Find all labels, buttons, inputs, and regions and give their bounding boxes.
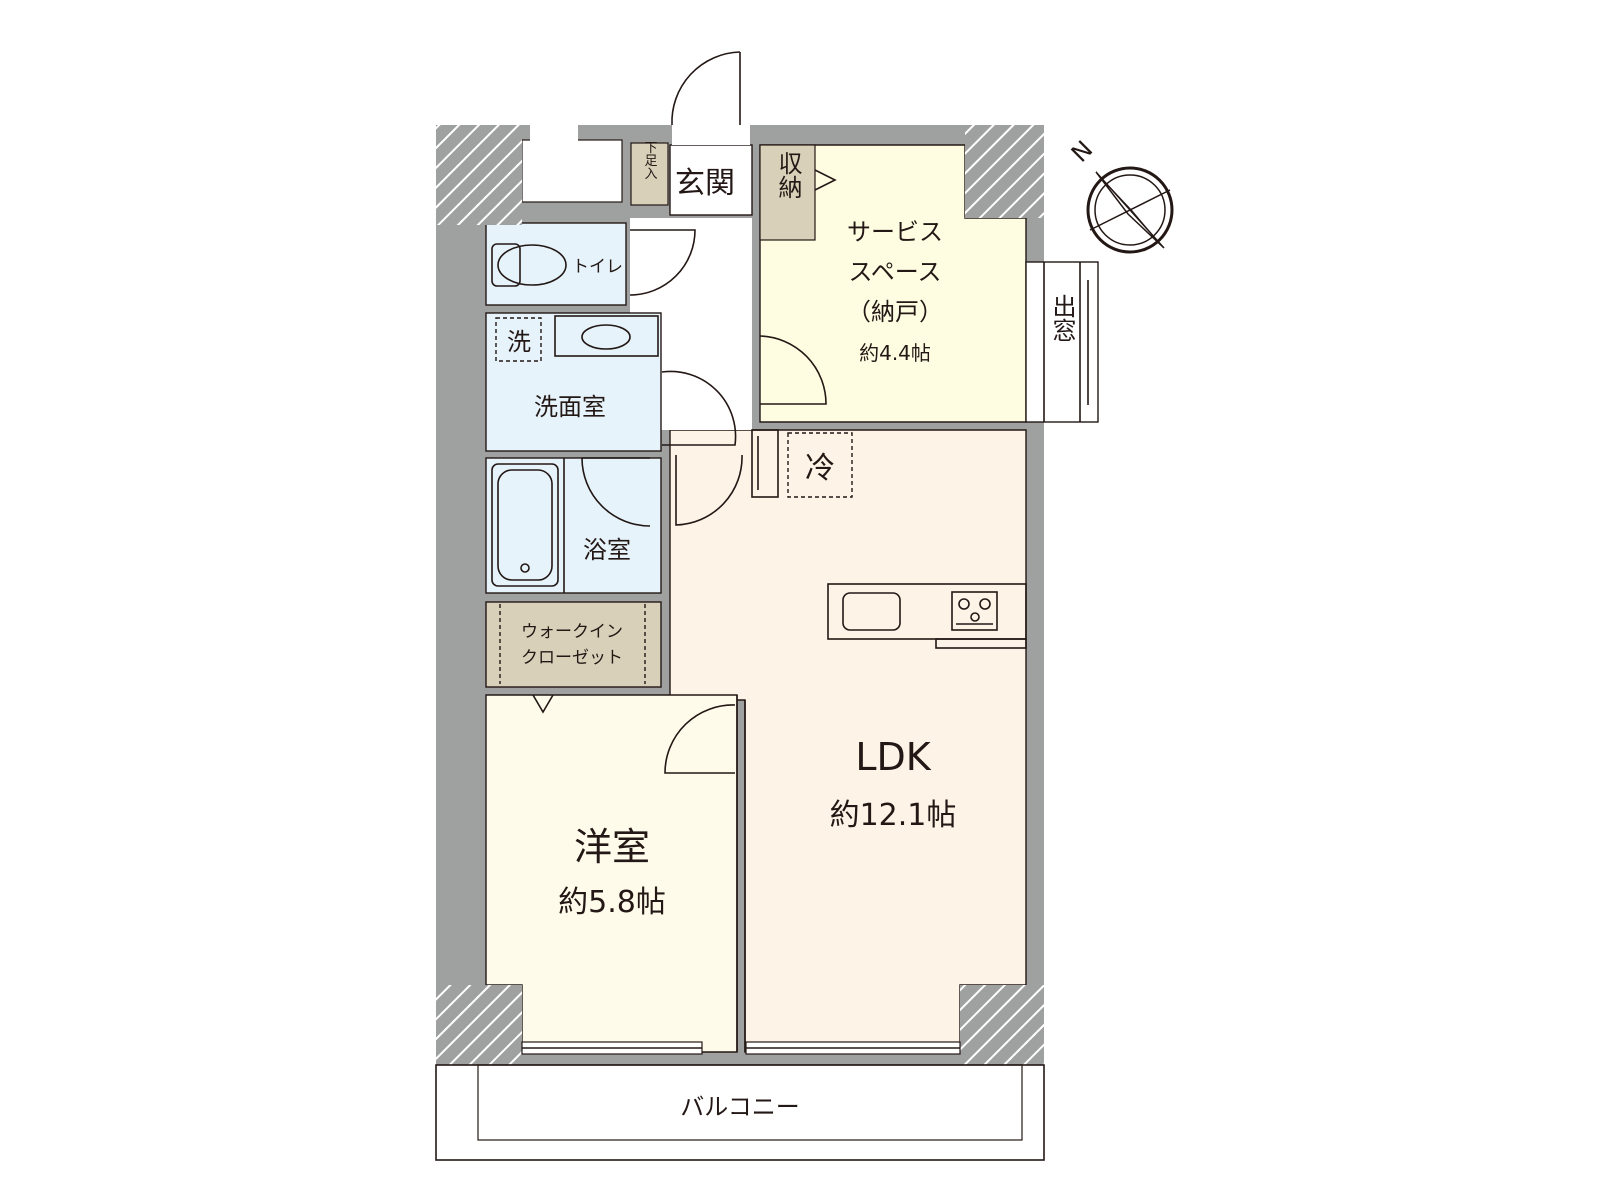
- top-left-niche: [521, 139, 623, 203]
- column-top-right: [965, 125, 1044, 218]
- western-room-area: 約5.8帖: [558, 885, 666, 920]
- balcony: [435, 1064, 1045, 1161]
- toilet-room: [485, 222, 627, 306]
- service-space-area: 約4.4帖: [859, 341, 931, 365]
- entrance-door: [671, 51, 750, 145]
- western-room-label: 洋室: [574, 825, 650, 869]
- shoe-box-label: 下足入: [642, 141, 658, 180]
- entrance-area: [669, 144, 753, 216]
- wic-room: [485, 601, 662, 688]
- service-space-label-1: サービス: [847, 218, 943, 246]
- column-top-left: [436, 125, 522, 225]
- bathroom-label: 浴室: [583, 536, 631, 564]
- rooms: [485, 125, 1027, 1053]
- fixtures: [491, 243, 1027, 1052]
- toilet-label: トイレ: [572, 257, 623, 277]
- balcony-windows: [521, 1041, 961, 1055]
- bay-window-label: 出窓: [1048, 294, 1076, 342]
- kitchen-sink-icon: [842, 592, 901, 631]
- ldk-area: 約12.1帖: [830, 798, 957, 833]
- washroom-room: [485, 312, 662, 452]
- service-space-label-2: スペース: [848, 258, 941, 286]
- sink-icon: [554, 315, 659, 357]
- toilet-bowl-icon: [491, 243, 567, 287]
- fridge-space: [787, 432, 853, 498]
- column-bottom-left: [436, 985, 522, 1065]
- shoe-box: [630, 142, 669, 206]
- bay-window: [1025, 261, 1099, 423]
- washroom-label: 洗面室: [534, 393, 606, 421]
- wic-label-2: クローゼット: [521, 648, 623, 668]
- stove-icon: [951, 591, 998, 631]
- north-arrow-icon: [1086, 166, 1174, 254]
- kitchen-counter: [827, 583, 1027, 649]
- bathroom-room: [485, 457, 662, 594]
- ldk-label: LDK: [855, 735, 931, 779]
- wic-label-1: ウォークイン: [521, 622, 623, 642]
- storage-label: 収納: [774, 151, 802, 199]
- compass-label: N: [1066, 135, 1098, 167]
- service-space-label-3: （納戸）: [847, 298, 943, 326]
- interior-doors: [532, 169, 837, 774]
- fridge-label: 冷: [805, 451, 835, 486]
- columns: [436, 125, 1044, 1065]
- entrance-label: 玄関: [675, 166, 735, 201]
- washer-label: 洗: [507, 328, 531, 356]
- wic-dashed-lines: [499, 604, 646, 684]
- bathtub-icon: [491, 463, 559, 587]
- tall-cabinet: [751, 429, 779, 498]
- washer-space: [495, 317, 542, 362]
- balcony-label: バルコニー: [680, 1093, 800, 1121]
- western-room: [485, 694, 738, 1053]
- column-bottom-right: [960, 985, 1044, 1065]
- labels: N 玄関 下足入 収納 サービス スペース （納戸） 約4.4帖 出窓 トイレ …: [507, 135, 1098, 1121]
- storage-closet: [759, 144, 816, 241]
